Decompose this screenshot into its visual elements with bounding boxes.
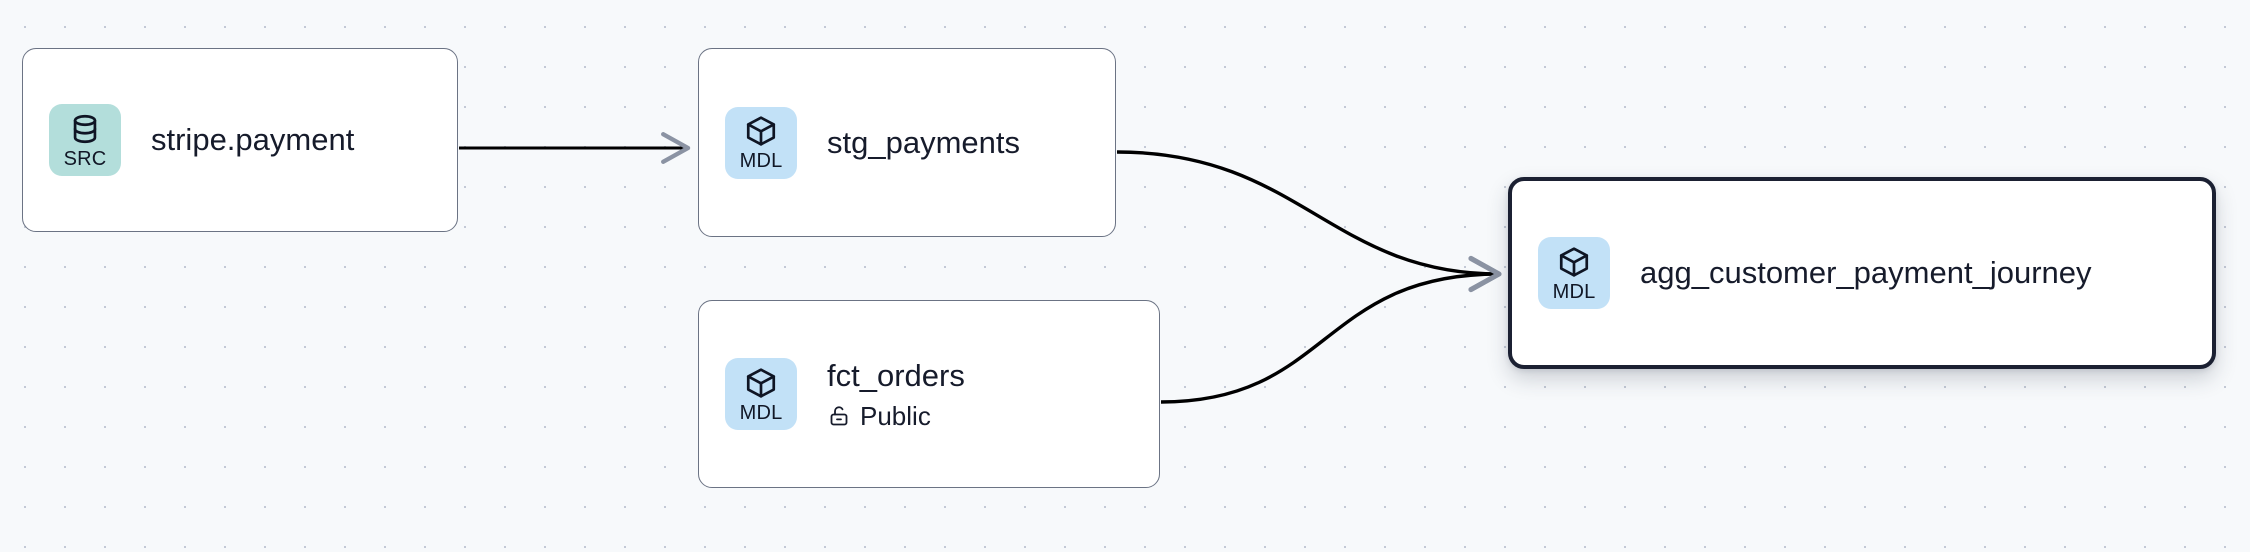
database-icon bbox=[73, 114, 97, 143]
node-stg-payments[interactable]: MDL stg_payments bbox=[698, 48, 1116, 237]
badge-mdl-label: MDL bbox=[739, 150, 783, 172]
badge-mdl-label: MDL bbox=[739, 401, 783, 424]
badge-src: SRC bbox=[49, 104, 121, 176]
cube-icon bbox=[746, 367, 776, 398]
badge-mdl: MDL bbox=[725, 106, 797, 179]
node-fct-orders-body: fct_orders Public bbox=[827, 357, 965, 432]
node-stripe-payment-body: stripe.payment bbox=[151, 121, 354, 159]
badge-mdl-label: MDL bbox=[1552, 280, 1596, 303]
badge-mdl: MDL bbox=[725, 358, 797, 430]
node-fct-orders-title: fct_orders bbox=[827, 357, 965, 393]
badge-mdl: MDL bbox=[1538, 237, 1610, 309]
edge-fct-to-agg bbox=[1160, 255, 1502, 404]
node-agg-customer-title: agg_customer_payment_journey bbox=[1640, 255, 2092, 290]
cube-icon bbox=[746, 116, 776, 146]
node-fct-orders-visibility: Public bbox=[827, 400, 965, 432]
node-stripe-payment[interactable]: SRC stripe.payment bbox=[22, 48, 458, 232]
node-fct-orders-visibility-label: Public bbox=[860, 400, 931, 431]
node-stg-payments-body: stg_payments bbox=[827, 124, 1020, 162]
node-stripe-payment-title: stripe.payment bbox=[151, 122, 355, 157]
badge-src-label: SRC bbox=[63, 147, 107, 170]
node-fct-orders[interactable]: MDL fct_orders Public bbox=[698, 300, 1160, 488]
cube-icon bbox=[1559, 246, 1589, 277]
unlock-icon bbox=[830, 405, 848, 425]
node-agg-customer-payment-journey[interactable]: MDL agg_customer_payment_journey bbox=[1508, 177, 2216, 369]
edge-stg-to-agg bbox=[1116, 150, 1502, 293]
node-stg-payments-title: stg_payments bbox=[827, 124, 1020, 160]
node-agg-customer-body: agg_customer_payment_journey bbox=[1640, 254, 2092, 292]
